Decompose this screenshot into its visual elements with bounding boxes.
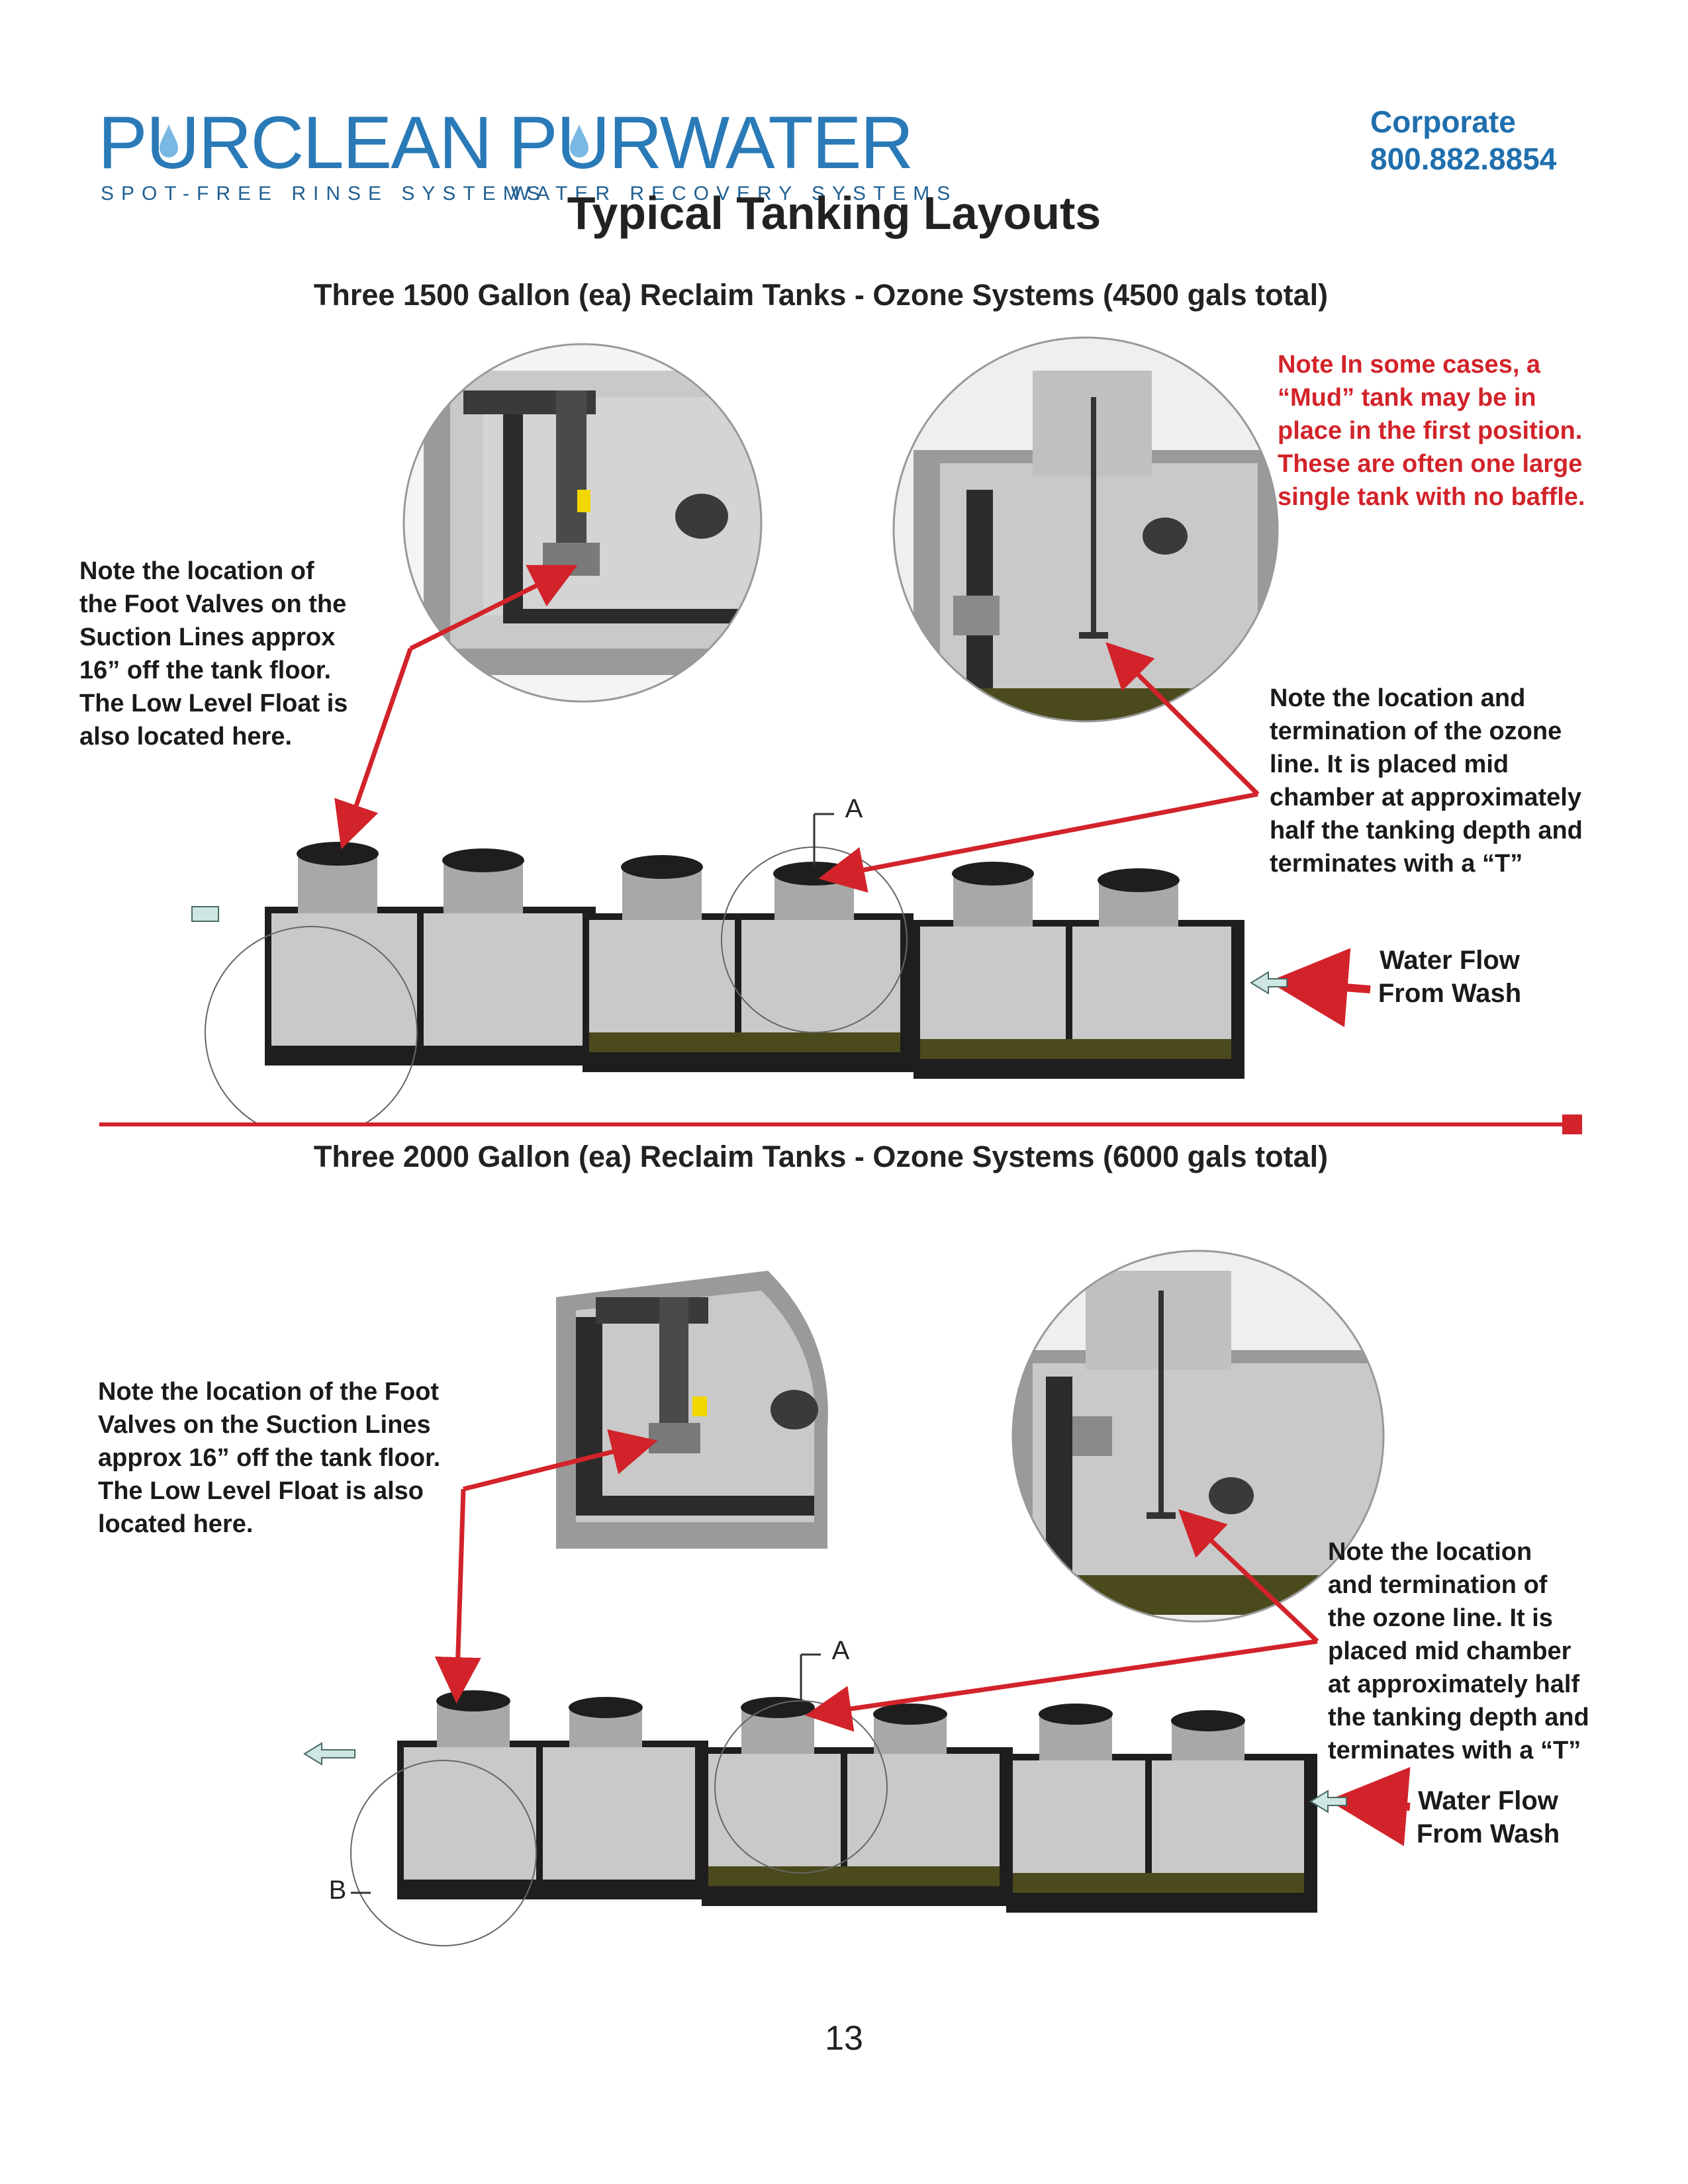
section1-water-flow-label: Water Flow From Wash	[1378, 946, 1522, 1008]
section2-note-foot-valves: Note the location of the Foot Valves on …	[98, 1378, 441, 1538]
section1-note-mud-tank: Note In some cases, a “Mud” tank may be …	[1278, 351, 1585, 511]
section2-title: Three 2000 Gallon (ea) Reclaim Tanks - O…	[313, 1140, 1329, 1173]
corporate-label: Corporate	[1370, 105, 1516, 139]
water-drop-icon: U	[557, 106, 610, 180]
purwater-logo: PURWATER WATER RECOVERY SYSTEMS	[508, 101, 958, 205]
zoom-detail-foot-valve-2	[556, 1271, 828, 1549]
section-divider	[99, 1122, 1575, 1126]
purclean-logo: PURCLEAN SPOT-FREE RINSE SYSTEMS	[98, 101, 547, 205]
section2-callout-a: A	[831, 1636, 850, 1665]
section1-diagram	[191, 336, 1371, 1125]
purclean-tagline: SPOT-FREE RINSE SYSTEMS	[101, 183, 547, 205]
section1-note-foot-valves: Note the location of the Foot Valves on …	[79, 557, 348, 751]
corporate-contact: Corporate 800.882.8854	[1370, 103, 1648, 177]
section1-note-ozone: Note the location and termination of the…	[1270, 684, 1583, 878]
tank-row-2000	[397, 1690, 1317, 1913]
section2-callout-b: B	[328, 1876, 347, 1905]
zoom-detail-ozone-line-2	[1013, 1251, 1383, 1621]
section1-title: Three 1500 Gallon (ea) Reclaim Tanks - O…	[313, 278, 1329, 312]
section2-note-ozone: Note the location and termination of the…	[1328, 1538, 1589, 1764]
tank-row-1500	[265, 842, 1244, 1079]
section2-water-flow-label: Water Flow From Wash	[1416, 1786, 1560, 1848]
zoom-detail-ozone-line	[894, 338, 1278, 721]
page-number: 13	[825, 2019, 863, 2058]
page-title: Typical Tanking Layouts	[567, 187, 1102, 239]
divider-end-square	[1562, 1115, 1582, 1134]
section1-callout-a: A	[845, 794, 863, 823]
corporate-phone: 800.882.8854	[1370, 142, 1557, 176]
purwater-tagline: WATER RECOVERY SYSTEMS	[511, 183, 958, 205]
water-drop-icon: U	[146, 106, 200, 180]
